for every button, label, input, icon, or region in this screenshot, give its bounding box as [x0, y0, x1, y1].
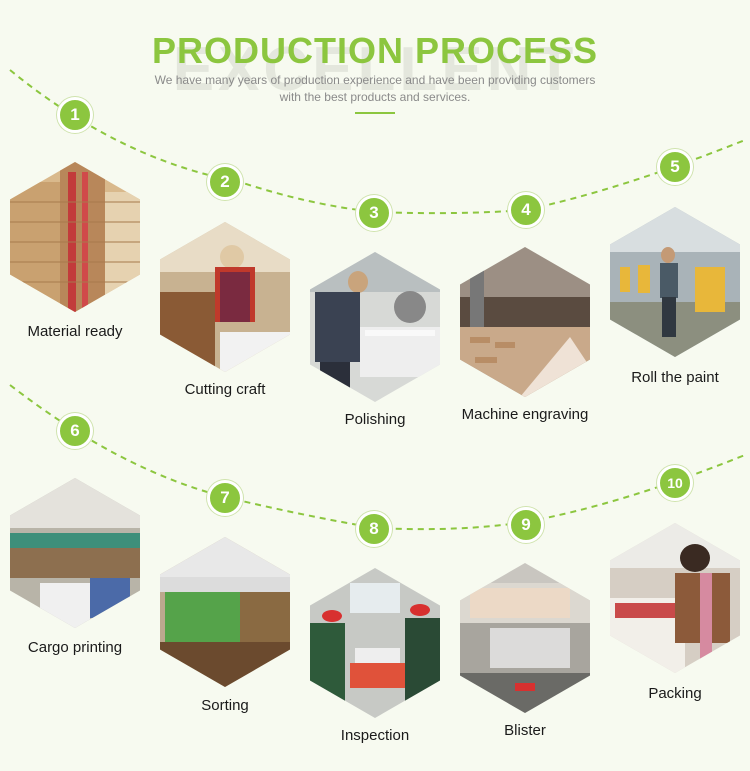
step-badge-7: 7 — [207, 480, 243, 516]
step-badge-5: 5 — [657, 149, 693, 185]
step-label-5: Roll the paint — [631, 369, 719, 386]
step-label-1: Material ready — [27, 323, 123, 340]
step-badge-6: 6 — [57, 413, 93, 449]
step-badge-2: 2 — [207, 164, 243, 200]
step-label-4: Machine engraving — [461, 406, 589, 423]
step-label-10: Packing — [648, 685, 702, 702]
step-badge-4: 4 — [508, 192, 544, 228]
step-label-3: Polishing — [344, 411, 406, 428]
step-label-9: Blister — [504, 722, 546, 739]
step-label-7: Sorting — [201, 697, 249, 714]
step-badge-10: 10 — [657, 465, 693, 501]
step-badge-8: 8 — [356, 511, 392, 547]
step-label-6: Cargo printing — [27, 639, 123, 656]
step-badge-3: 3 — [356, 195, 392, 231]
watermark-text: EXCELLENT — [172, 35, 578, 104]
step-label-2: Cutting craft — [184, 381, 266, 398]
step-badge-9: 9 — [508, 507, 544, 543]
page-subtitle: We have many years of production experie… — [154, 73, 596, 104]
title-underline — [355, 112, 395, 114]
step-badge-1: 1 — [57, 97, 93, 133]
page-title: PRODUCTION PROCESS — [151, 30, 599, 71]
step-label-8: Inspection — [340, 727, 410, 744]
